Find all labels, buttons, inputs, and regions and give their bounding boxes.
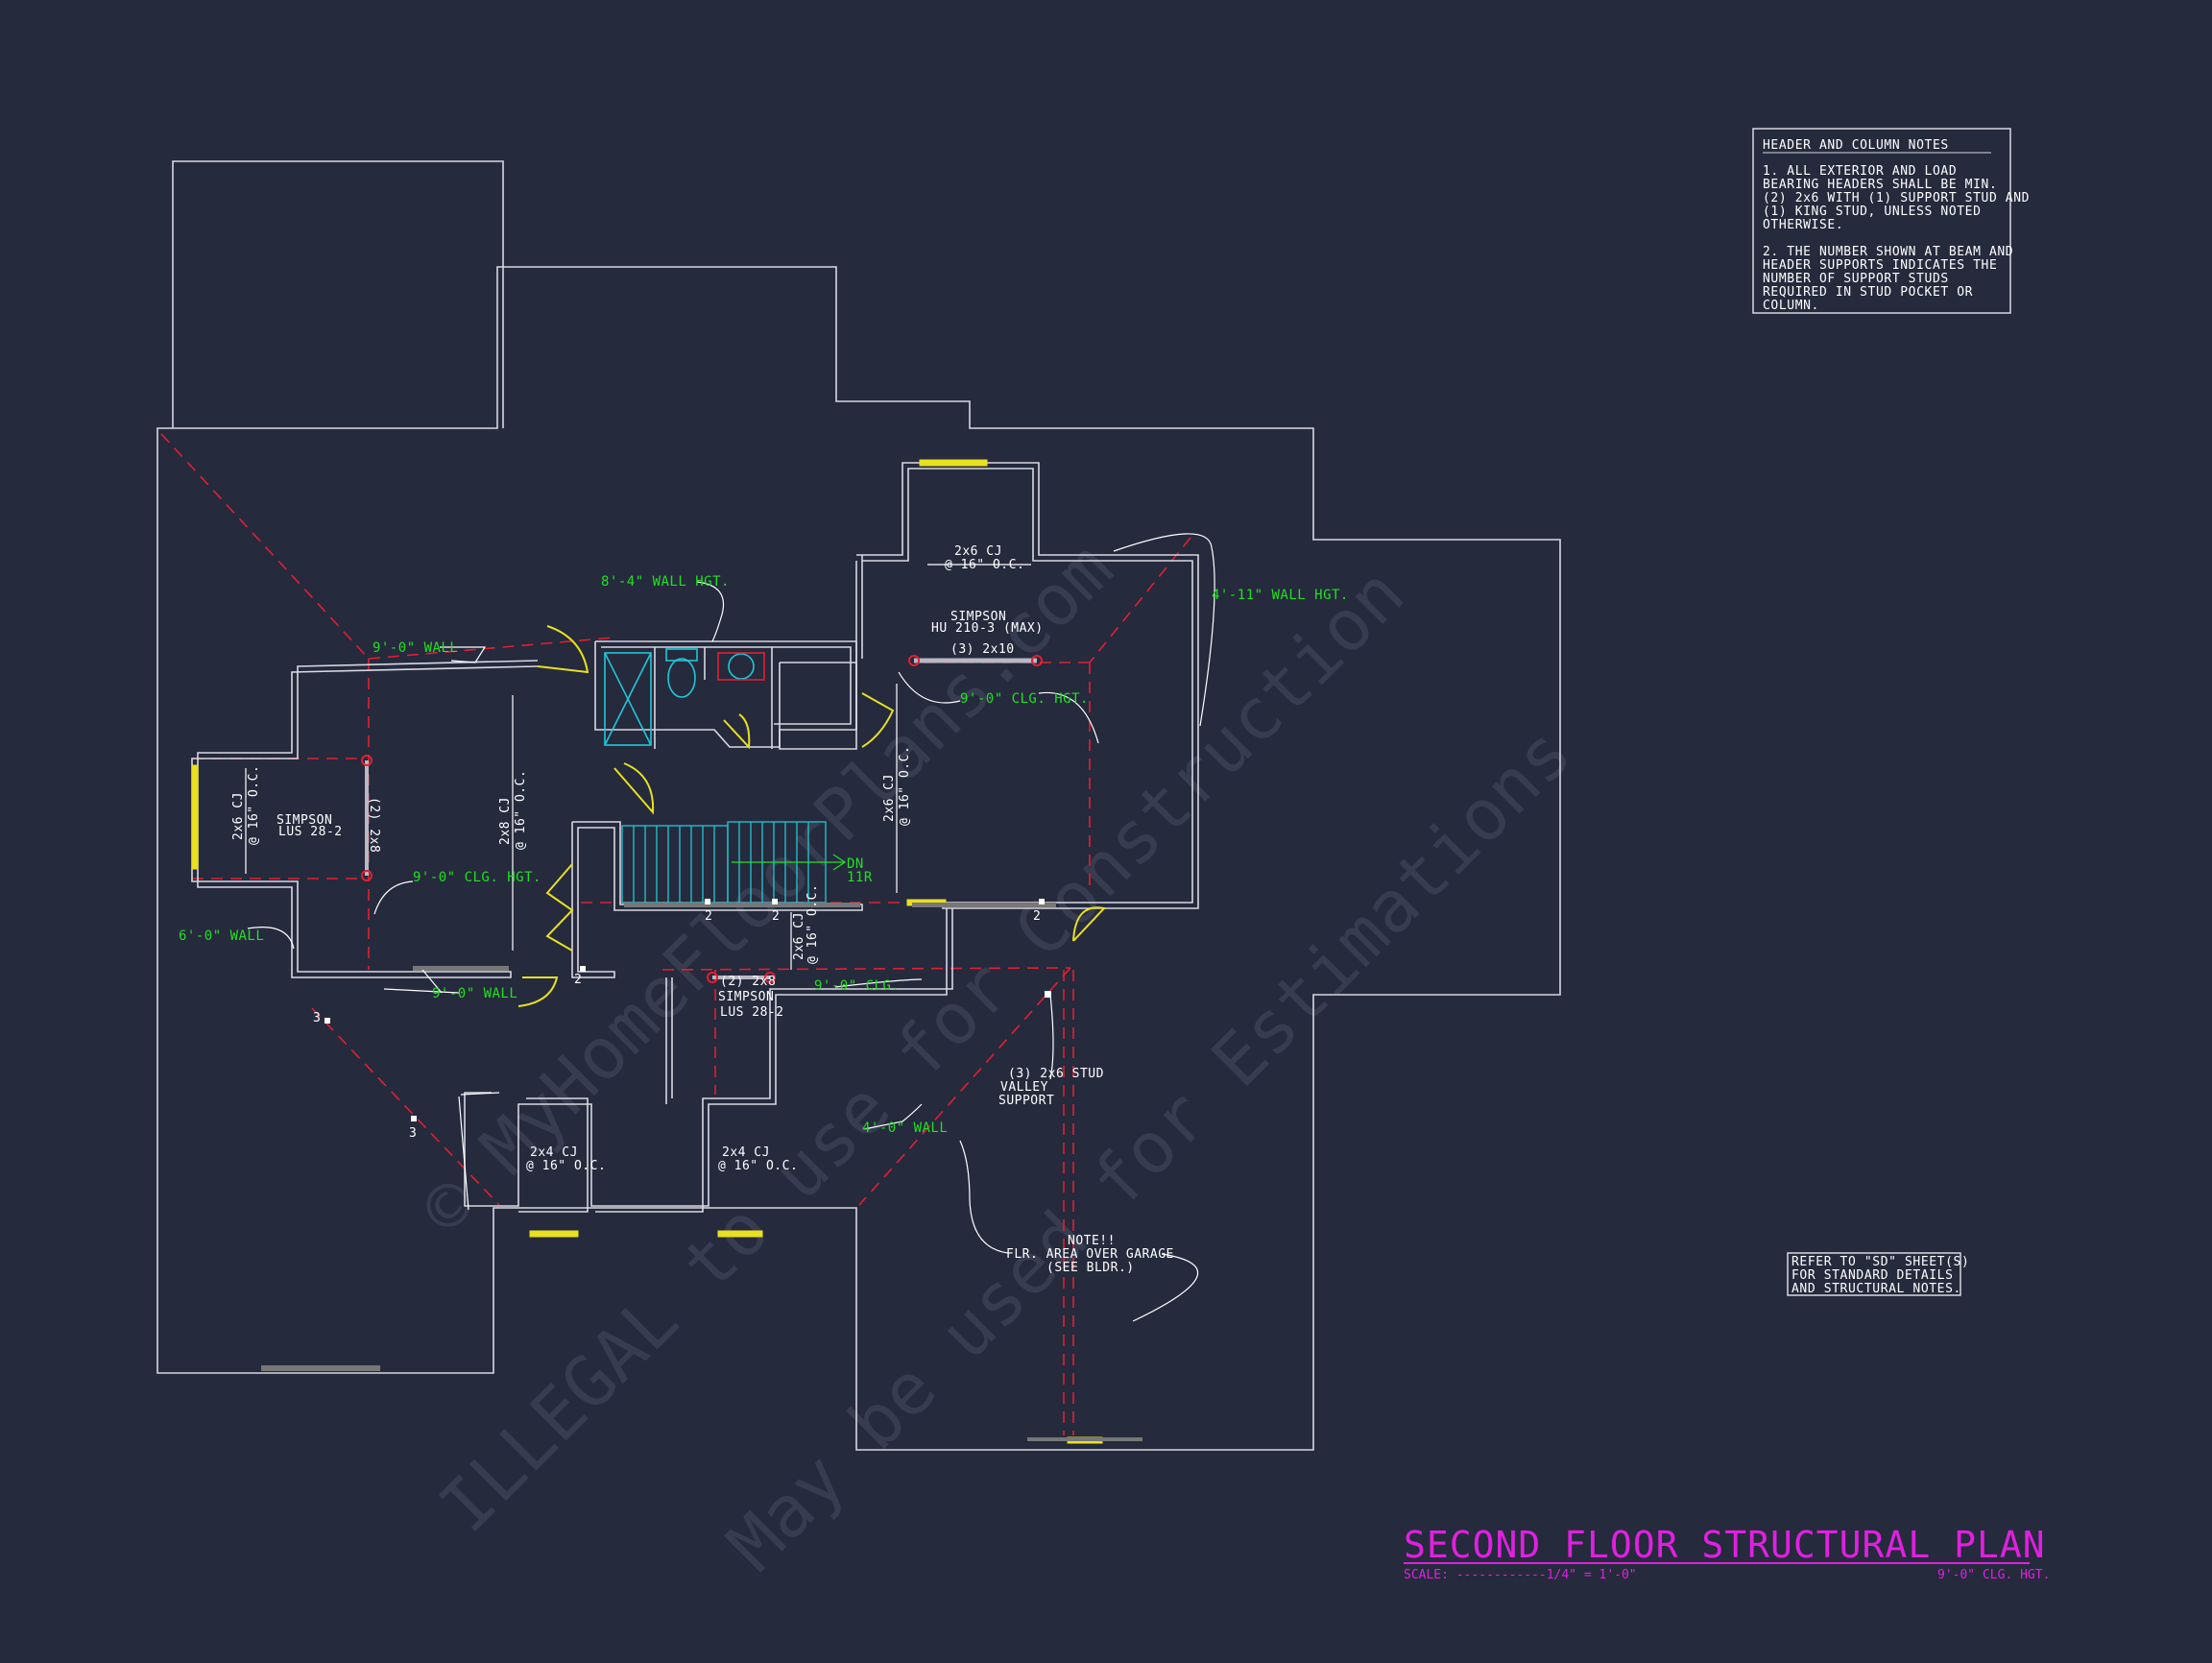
cj-bottom2-size: 2x4 CJ [722, 1145, 770, 1160]
header-note-line: BEARING HEADERS SHALL BE MIN. [1763, 178, 1997, 192]
cj-small-size: 2x6 CJ [792, 912, 806, 960]
beam-top-label: (3) 2x10 [950, 642, 1015, 657]
wall-9-0-top: 9'-0" WALL [373, 640, 458, 656]
cj-bottom1-spacing: @ 16" O.C. [526, 1159, 606, 1173]
stair-risers-label: 11R [847, 870, 873, 885]
bedroom-left-walls [191, 660, 539, 978]
valley-support-1: (3) 2x6 STUD [1008, 1067, 1104, 1081]
lower-room-walls [464, 908, 948, 1207]
stud-count: 2 [1033, 909, 1041, 924]
structural-labels: 2x6 CJ @ 16" O.C. SIMPSON HU 210-3 (MAX)… [231, 544, 1174, 1275]
stud-count: 2 [705, 909, 712, 924]
wall-6-0: 6'-0" WALL [179, 928, 264, 944]
shower [604, 652, 652, 746]
roof-outline [156, 160, 1561, 1451]
dimension-lines [245, 564, 1031, 970]
cj-bottom1-size: 2x4 CJ [530, 1145, 578, 1160]
cj-bed-spacing: @ 16" O.C. [514, 770, 528, 850]
header-note-line: HEADER SUPPORTS INDICATES THE [1763, 258, 1997, 273]
roof-outline-upper [172, 160, 504, 428]
callouts: 8'-4" WALL HGT. 4'-11" WALL HGT. 9'-0" W… [179, 574, 1349, 1136]
stud-count: 2 [574, 973, 582, 987]
wall-9-0-bottom: 9'-0" WALL [432, 986, 517, 1001]
bath-walls [594, 640, 857, 748]
header-note-line: 1. ALL EXTERIOR AND LOAD [1763, 164, 1957, 179]
valley-support-3: SUPPORT [998, 1094, 1054, 1108]
simpson-top: SIMPSON [950, 610, 1006, 624]
wall-4-0: 4'-0" WALL [862, 1121, 948, 1136]
garage-note-line-1: FLR. AREA OVER GARAGE [1006, 1247, 1174, 1262]
ceiling-master: 9'-0" CLG. HGT. [960, 691, 1089, 707]
interior-walls [191, 462, 1199, 1213]
stud-count: 3 [409, 1126, 417, 1141]
plan-scale: SCALE: ------------1/4" = 1'-0" [1404, 1568, 1637, 1582]
cj-left-spacing: @ 16" O.C. [247, 765, 261, 845]
stud-markers: 2 2 2 2 3 3 [313, 899, 1051, 1141]
wall-height-8-4: 8'-4" WALL HGT. [601, 574, 730, 590]
leader-lines [247, 533, 1215, 1322]
sink [728, 653, 755, 680]
stud-count: 2 [772, 909, 780, 924]
stud-count: 3 [313, 1011, 321, 1025]
ceiling-center: 9'-0" CLG. [814, 978, 900, 994]
simpson-center-model: LUS 28-2 [720, 1005, 784, 1020]
roof-outline-main [156, 266, 1561, 1451]
cj-left-size: 2x6 CJ [231, 792, 246, 840]
simpson-center: SIMPSON [718, 990, 774, 1004]
simpson-left: SIMPSON [276, 813, 332, 828]
header-note-line: (1) KING STUD, UNLESS NOTED [1763, 205, 1982, 219]
header-notes-heading: HEADER AND COLUMN NOTES [1763, 138, 1949, 153]
plan-ceiling-height: 9'-0" CLG. HGT. [1937, 1568, 2050, 1582]
header-note-line: NUMBER OF SUPPORT STUDS [1763, 272, 1949, 286]
garage-note-heading: NOTE!! [1068, 1234, 1116, 1248]
toilet [667, 658, 696, 698]
header-note-line: (2) 2x6 WITH (1) SUPPORT STUD AND [1763, 191, 2030, 205]
stair-walls [571, 821, 863, 978]
doors [517, 625, 1106, 1007]
bath-fixtures [604, 648, 765, 746]
garage-note-line-2: (SEE BLDR.) [1046, 1261, 1135, 1275]
cj-small-spacing: @ 16" O.C. [805, 884, 820, 964]
refer-note-line: AND STRUCTURAL NOTES. [1791, 1282, 1961, 1296]
wall-height-4-11: 4'-11" WALL HGT. [1212, 588, 1349, 603]
refer-note-line: REFER TO "SD" SHEET(S) [1791, 1255, 1969, 1269]
header-notes-box: HEADER AND COLUMN NOTES 1. ALL EXTERIOR … [1752, 128, 2030, 314]
beam-left-label: (2) 2x8 [367, 797, 381, 853]
refer-note-line: FOR STANDARD DETAILS [1791, 1268, 1954, 1283]
title-block: SECOND FLOOR STRUCTURAL PLAN SCALE: ----… [1404, 1524, 2050, 1582]
header-note-line: COLUMN. [1763, 299, 1819, 313]
cj-bottom2-spacing: @ 16" O.C. [718, 1159, 798, 1173]
refer-note-box: REFER TO "SD" SHEET(S) FOR STANDARD DETA… [1787, 1252, 1969, 1296]
watermark: © MyHomeFloorPlans.com ILLEGAL to use fo… [405, 527, 1587, 1587]
valley-support-2: VALLEY [1000, 1080, 1048, 1095]
cj-mid-size: 2x6 CJ [882, 774, 897, 822]
ceiling-bedroom: 9'-0" CLG. HGT. [413, 870, 541, 885]
cj-master-spacing: @ 16" O.C. [945, 558, 1024, 572]
header-note-line: 2. THE NUMBER SHOWN AT BEAM AND [1763, 245, 2013, 259]
cj-master-size: 2x6 CJ [954, 544, 1002, 559]
simpson-left-model: LUS 28-2 [278, 825, 343, 839]
header-note-line: REQUIRED IN STUD POCKET OR [1763, 285, 1973, 300]
simpson-top-model: HU 210-3 (MAX) [931, 621, 1044, 636]
beams [261, 655, 1142, 1441]
cj-bed-size: 2x8 CJ [498, 797, 513, 845]
plan-title: SECOND FLOOR STRUCTURAL PLAN [1404, 1524, 2046, 1566]
beam-center-label: (2) 2x8 [720, 975, 776, 989]
header-note-line: OTHERWISE. [1763, 218, 1843, 232]
cj-mid-spacing: @ 16" O.C. [898, 746, 912, 826]
stair-dn-label: DN [847, 856, 864, 872]
